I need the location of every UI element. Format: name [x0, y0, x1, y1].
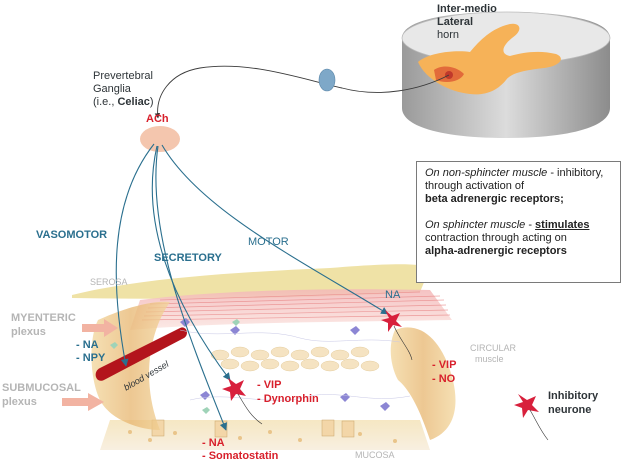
info-contraction: contraction through acting on	[425, 232, 567, 244]
circular-na-label: NA	[385, 289, 401, 301]
horn-label-1: Inter-medio	[437, 3, 497, 15]
somatostatin-label: - Somatostatin	[202, 450, 279, 462]
motor-nerve	[161, 144, 389, 315]
inhibitory-neurone-circular	[381, 310, 402, 332]
receptor-info-box: On non-sphincter muscle - inhibitory, th…	[416, 161, 621, 283]
submucosal-label-2: plexus	[2, 396, 37, 408]
myenteric-label-2: plexus	[11, 326, 46, 338]
mucosa-label: MUCOSA	[355, 450, 395, 460]
mucosa-na-label: - NA	[202, 437, 225, 449]
ganglia-label-2: Ganglia	[93, 83, 131, 95]
enteric-neurons	[180, 318, 390, 411]
vip-right-label: - VIP	[432, 359, 457, 371]
ganglia-label-1: Prevertebral	[93, 70, 153, 82]
myenteric-npy-label: - NPY	[76, 352, 106, 364]
secretory-nerve-2	[155, 145, 228, 431]
horn-label-2: Lateral	[437, 16, 474, 28]
circular-muscle-layer	[130, 289, 452, 330]
muscle-fibres	[141, 291, 451, 321]
dynorphin-label: - Dynorphin	[257, 393, 319, 405]
spinal-cord-segment	[401, 11, 611, 138]
info-sphincter: On sphincter muscle - stimulates	[425, 219, 590, 231]
submucosal-label-1: SUBMUCOSAL	[2, 382, 81, 394]
vasomotor-label: VASOMOTOR	[36, 229, 108, 241]
myenteric-na-label: - NA	[76, 339, 99, 351]
mucosa-cells	[128, 430, 397, 443]
serosa-label: SEROSA	[90, 277, 128, 287]
info-alpha-receptors: alpha-adrenergic receptors	[425, 245, 567, 257]
right-gut-wall	[390, 327, 456, 440]
preganglionic-fibre	[154, 65, 450, 119]
horn-label-3: horn	[437, 29, 460, 41]
info-beta-receptors: beta adrenergic receptors;	[425, 193, 564, 205]
myenteric-arrow	[82, 319, 118, 337]
plexus-fibres	[179, 329, 411, 401]
vasomotor-nerve	[115, 143, 155, 367]
submucosa-cells	[210, 346, 380, 372]
legend-inhibitory-1: Inhibitory	[548, 390, 599, 402]
secretory-label: SECRETORY	[154, 252, 222, 264]
sympathetic-chain-ganglion	[318, 68, 336, 92]
blood-vessel	[95, 327, 187, 381]
ganglia-label-3: (i.e., Celiac)	[93, 96, 154, 108]
inhibitory-neurone-submucosal	[222, 378, 246, 401]
myenteric-label-1: MYENTERIC	[11, 312, 76, 324]
no-right-label: - NO	[432, 373, 456, 385]
ach-label: ACh	[146, 113, 169, 125]
submucosal-arrow	[62, 393, 104, 411]
inhibitory-neurone-legend	[514, 394, 539, 418]
info-nonsphincter: On non-sphincter muscle - inhibitory, th…	[425, 167, 604, 192]
circular-label-1: CIRCULAR	[470, 343, 517, 353]
legend-inhibitory-2: neurone	[548, 404, 592, 416]
prevertebral-ganglion	[140, 126, 180, 152]
vip-label: - VIP	[257, 379, 282, 391]
enteric-neurons-green	[110, 319, 240, 414]
motor-label: MOTOR	[248, 236, 289, 248]
circular-label-2: muscle	[475, 354, 504, 364]
secretory-nerve-1	[151, 145, 231, 381]
